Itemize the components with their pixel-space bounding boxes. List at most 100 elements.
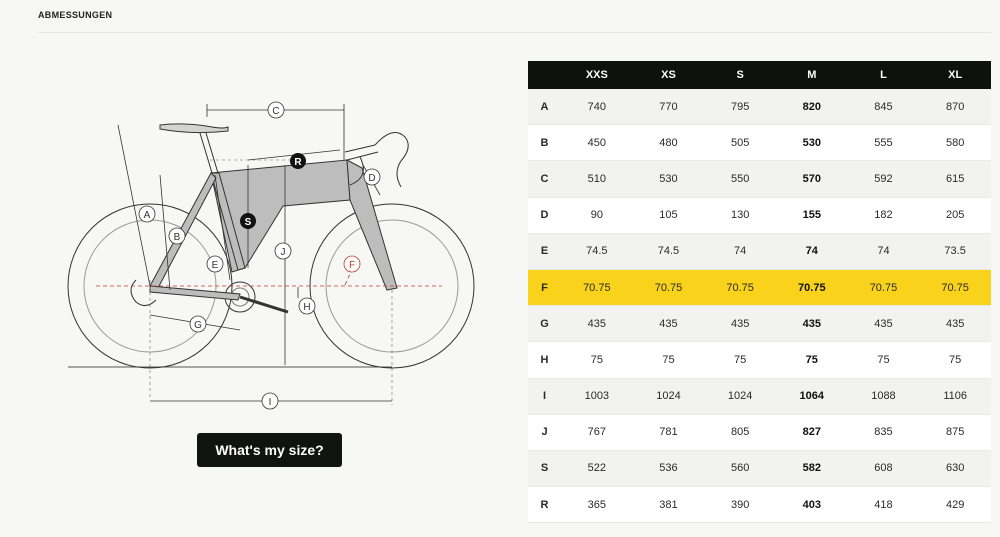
row-label: D [528,197,561,234]
table-cell: 381 [632,486,705,524]
svg-text:A: A [144,210,151,221]
table-cell: 90 [561,197,633,234]
table-cell: 435 [919,305,991,343]
table-cell: 530 [775,124,848,162]
svg-text:E: E [212,260,219,271]
table-cell: 155 [775,197,848,234]
table-cell: 522 [561,450,633,488]
table-cell: 70.75 [919,269,991,307]
svg-text:C: C [272,106,279,117]
table-cell: 205 [919,197,991,234]
table-cell: 435 [561,305,633,343]
fork [346,159,398,291]
table-cell: 510 [561,160,633,198]
row-label: H [528,341,561,379]
table-cell: 435 [847,305,920,343]
table-cell: 70.75 [632,269,705,307]
table-cell: 845 [847,89,920,126]
table-cell: 74 [775,233,848,270]
label-c: C [267,101,285,119]
table-cell: 740 [561,89,633,126]
bike-geometry-diagram: C R D A S B J E F H G I [67,101,475,410]
label-s: S [240,213,256,229]
row-label: R [528,486,561,524]
row-label: F [528,269,561,307]
table-cell: 805 [704,414,776,451]
row-label: I [528,378,561,415]
size-header: XL [919,61,991,89]
table-cell: 74.5 [632,233,705,270]
svg-text:B: B [174,232,181,243]
table-cell: 105 [632,197,705,234]
table-cell: 75 [561,341,633,379]
table-cell: 70.75 [704,269,776,307]
table-cell: 555 [847,124,920,162]
table-cell: 75 [704,341,776,379]
label-d: D [363,168,381,186]
table-cell: 435 [632,305,705,343]
table-cell: 75 [632,341,705,379]
row-label: J [528,414,561,451]
label-r: R [290,153,306,169]
table-cell: 418 [847,486,920,524]
table-cell: 875 [919,414,991,451]
table-cell: 403 [775,486,848,524]
table-cell: 835 [847,414,920,451]
svg-text:G: G [194,320,202,331]
table-cell: 1088 [847,378,920,415]
row-label: A [528,89,561,126]
table-cell: 550 [704,160,776,198]
table-header-row: XXS XS S M L XL [528,61,991,89]
table-cell: 73.5 [919,233,991,270]
row-label: B [528,124,561,162]
label-b: B [168,227,186,245]
row-label: S [528,450,561,488]
table-cell: 630 [919,450,991,488]
label-h: H [298,297,316,315]
table-cell: 74.5 [561,233,633,270]
table-cell: 781 [632,414,705,451]
svg-text:R: R [294,157,302,168]
table-cell: 560 [704,450,776,488]
table-cell: 74 [704,233,776,270]
table-cell: 770 [632,89,705,126]
table-cell: 608 [847,450,920,488]
table-cell: 580 [919,124,991,162]
table-cell: 429 [919,486,991,524]
table-cell: 74 [847,233,920,270]
table-cell: 1024 [704,378,776,415]
table-cell: 582 [775,450,848,488]
table-cell: 530 [632,160,705,198]
row-label: C [528,160,561,198]
svg-text:S: S [245,217,252,228]
table-cell: 767 [561,414,633,451]
header-corner [528,61,561,89]
table-cell: 820 [775,89,848,126]
table-cell: 435 [775,305,848,343]
whats-my-size-button[interactable]: What's my size? [197,433,342,467]
table-cell: 1003 [561,378,633,415]
table-cell: 795 [704,89,776,126]
section-title: ABMESSUNGEN [38,10,113,20]
svg-text:D: D [368,173,375,184]
table-cell: 870 [919,89,991,126]
table-cell: 536 [632,450,705,488]
size-header: M [775,61,848,89]
size-header: S [704,61,776,89]
label-a: A [138,205,156,223]
table-cell: 70.75 [775,269,848,307]
label-f: F [343,255,361,273]
svg-text:H: H [303,302,310,313]
label-j: J [274,242,292,260]
